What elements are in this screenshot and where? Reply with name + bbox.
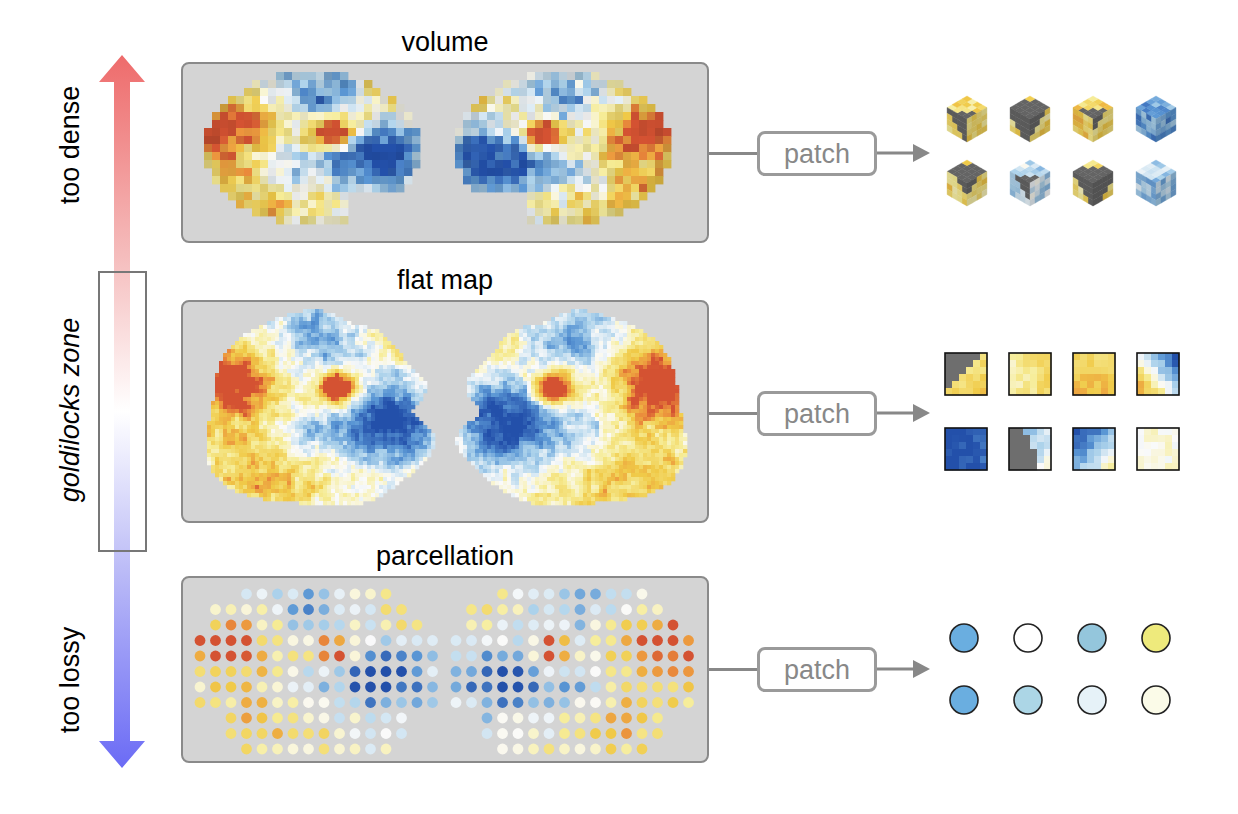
density-axis-arrow	[99, 55, 145, 768]
goldilocks-bracket	[99, 272, 146, 551]
